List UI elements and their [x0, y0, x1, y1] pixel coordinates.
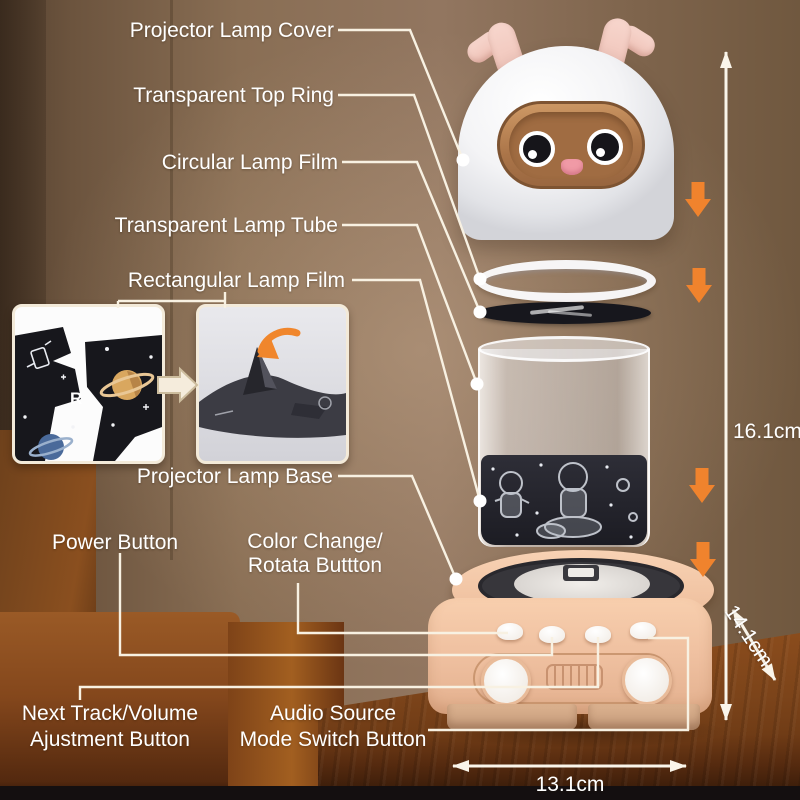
- next-track-volume-button: [585, 626, 611, 643]
- label-color-change-rotate-button: Color Change/ Rotata Buttton: [235, 530, 395, 578]
- label-color-change-line1: Color Change/: [247, 530, 383, 553]
- base-foot-right: [588, 704, 700, 730]
- audio-source-mode-button: [630, 622, 656, 639]
- floor-dark-strip: [0, 786, 800, 800]
- wall-corner-seam: [170, 0, 173, 560]
- label-color-change-line2: Rotata Buttton: [247, 554, 383, 577]
- label-transparent-top-ring: Transparent Top Ring: [133, 84, 334, 107]
- assembly-arrows: [685, 182, 716, 577]
- dimension-width-label: 13.1cm: [535, 773, 605, 796]
- label-circular-lamp-film: Circular Lamp Film: [161, 151, 338, 174]
- label-next-track-line2: Ajustment Button: [30, 728, 190, 751]
- base-foot-left: [447, 704, 577, 730]
- headlight-left: [481, 656, 531, 706]
- label-next-track-line1: Next Track/Volume: [21, 702, 199, 725]
- rectangular-lamp-film: [481, 455, 647, 545]
- label-transparent-lamp-tube: Transparent Lamp Tube: [114, 214, 338, 237]
- platform-slot-insert: [568, 568, 594, 577]
- power-button: [539, 626, 565, 643]
- label-audio-source-button: Audio Source Mode Switch Button: [235, 701, 431, 753]
- label-power-button: Power Button: [52, 531, 179, 554]
- color-rotate-button: [497, 623, 523, 640]
- eye-left: [519, 131, 555, 167]
- label-audio-source-line2: Mode Switch Button: [239, 728, 427, 751]
- mouth: [561, 159, 583, 175]
- label-next-track-volume-button: Next Track/Volume Ajustment Button: [12, 701, 208, 753]
- label-audio-source-line1: Audio Source: [269, 702, 397, 725]
- film-band-doodles: [491, 462, 638, 539]
- transparent-top-ring: [476, 260, 656, 302]
- label-rectangular-lamp-film: Rectangular Lamp Film: [127, 269, 345, 292]
- speaker-grille: [546, 664, 603, 690]
- label-projector-lamp-cover: Projector Lamp Cover: [129, 19, 334, 42]
- inset-folded-film-art: [199, 327, 346, 438]
- inset-flat-films: R: [12, 304, 165, 464]
- dimension-height-label: 16.1cm: [733, 420, 800, 443]
- film-letter-r: R: [70, 389, 82, 408]
- lamp-tube-rim: [478, 336, 650, 362]
- label-projector-lamp-base: Projector Lamp Base: [136, 465, 333, 488]
- inset-flat-films-art: R: [15, 327, 162, 461]
- inset-folded-film: [196, 304, 349, 464]
- eye-right: [587, 129, 623, 165]
- headlight-right: [622, 655, 672, 705]
